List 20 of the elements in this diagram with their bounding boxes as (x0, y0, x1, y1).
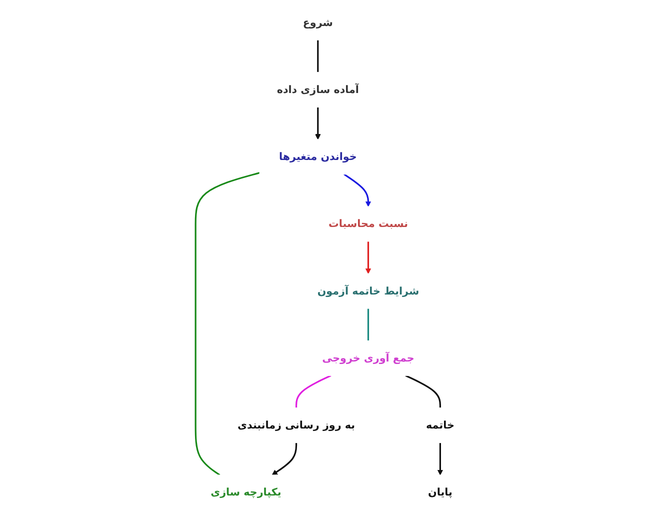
node-text: نسبت محاسبات (328, 217, 408, 230)
arrow (344, 174, 372, 207)
connector (317, 40, 319, 72)
node-text: آماده سازی داده (276, 83, 359, 96)
node-text: شرایط خاتمه آزمون (317, 284, 420, 297)
node-text: یکپارچه سازی (210, 486, 282, 498)
node-text: به روز رسانی زمانبندی (238, 418, 356, 432)
arrow (437, 442, 444, 476)
node-text: شروع (302, 16, 333, 28)
connector (405, 374, 442, 408)
node-text: خاتمه (426, 418, 454, 432)
node-text: پایان (428, 486, 452, 498)
node-text: خواندن متغیرها (278, 150, 357, 163)
connector (295, 374, 332, 408)
connector (367, 308, 370, 341)
arrow (365, 241, 372, 274)
node-text: جمع آوری خروجی (322, 352, 414, 364)
arrow (272, 442, 298, 476)
arrow (315, 107, 321, 140)
connector (194, 172, 260, 476)
